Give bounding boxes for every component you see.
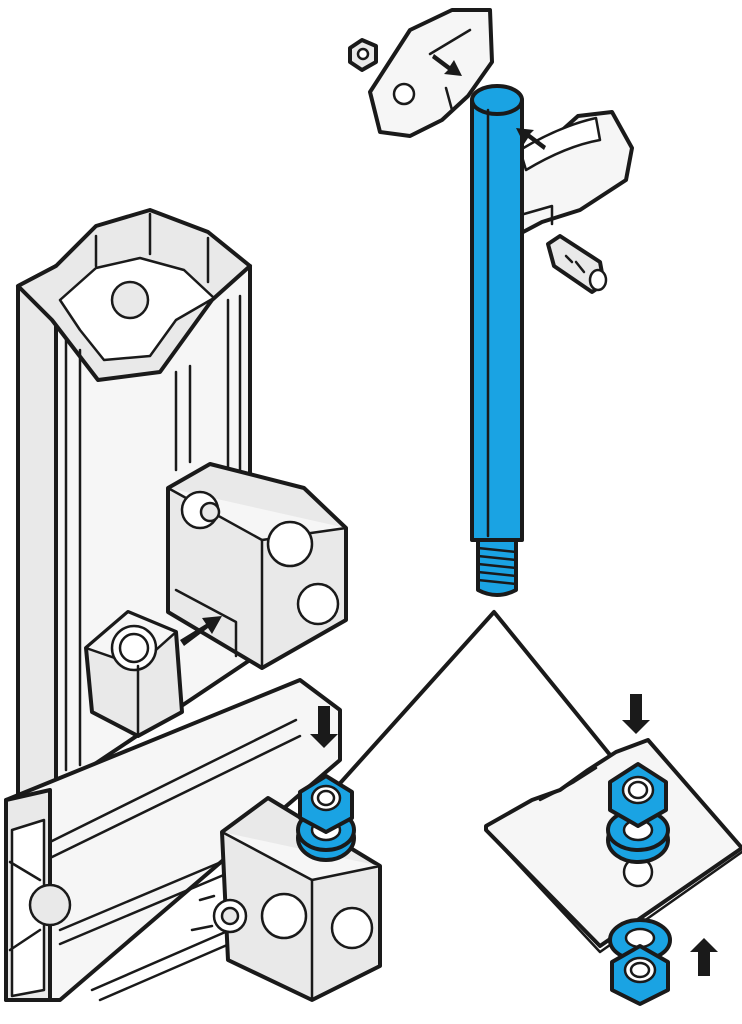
horizontal-extrusion-profile xyxy=(4,678,342,1002)
cube-connector-upper xyxy=(166,462,348,670)
arrow-down-icon xyxy=(622,694,650,734)
clamp-half-left xyxy=(368,8,494,138)
clamp-nut xyxy=(348,38,378,72)
arrow-diagonal-icon xyxy=(516,128,546,150)
clamp-half-right xyxy=(498,110,634,242)
threaded-slot-nut xyxy=(84,610,184,738)
arrow-diagonal-icon xyxy=(180,616,222,646)
arrow-up-icon xyxy=(690,938,718,976)
nut-washer-stack-left xyxy=(296,774,356,862)
arrow-diagonal-icon xyxy=(432,54,462,76)
callout-lines xyxy=(332,610,634,792)
arrow-down-icon xyxy=(310,706,338,748)
nut-washer-stack-right xyxy=(606,762,670,864)
nut-washer-stack-under-plate xyxy=(608,918,672,1006)
clamp-screw xyxy=(546,234,608,294)
threaded-rod xyxy=(470,84,524,597)
